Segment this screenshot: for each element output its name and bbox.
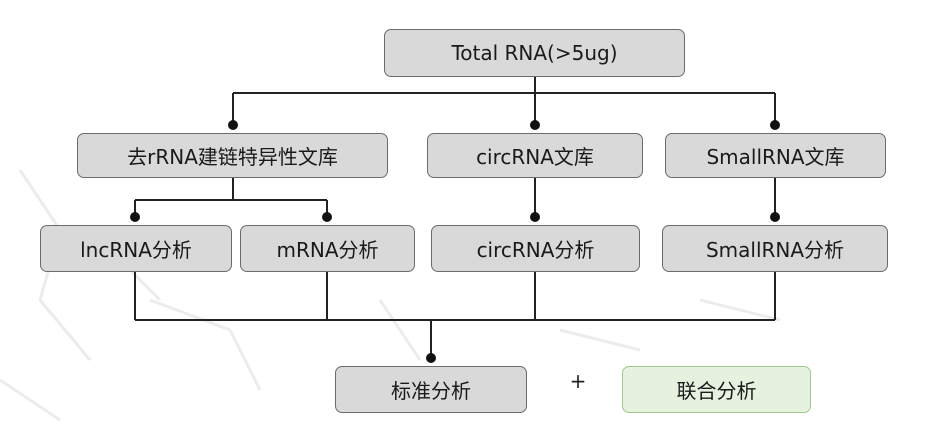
plus-sign: +	[569, 369, 587, 393]
junction-dot-standard	[426, 353, 436, 363]
junction-dot-an-small	[770, 212, 780, 222]
junction-dot-lib-rrna	[228, 120, 238, 130]
node-lib-smallrna: SmallRNA文库	[665, 133, 886, 178]
node-analysis-smallrna: SmallRNA分析	[662, 225, 888, 272]
junction-dot-an-circ	[530, 212, 540, 222]
junction-dot-lnc	[130, 212, 140, 222]
node-total-rna: Total RNA(>5ug)	[384, 29, 685, 77]
node-lib-circrna: circRNA文库	[427, 133, 643, 178]
node-analysis-circrna: circRNA分析	[431, 225, 640, 272]
node-analysis-lncrna: lncRNA分析	[40, 225, 232, 272]
node-joint-analysis: 联合分析	[622, 366, 811, 413]
junction-dot-lib-circ	[530, 120, 540, 130]
junction-dot-lib-small	[770, 120, 780, 130]
node-analysis-mrna: mRNA分析	[240, 225, 415, 272]
node-lib-rrna-strand-specific: 去rRNA建链特异性文库	[77, 133, 388, 178]
node-standard-analysis: 标准分析	[335, 366, 527, 413]
junction-dot-m	[322, 212, 332, 222]
